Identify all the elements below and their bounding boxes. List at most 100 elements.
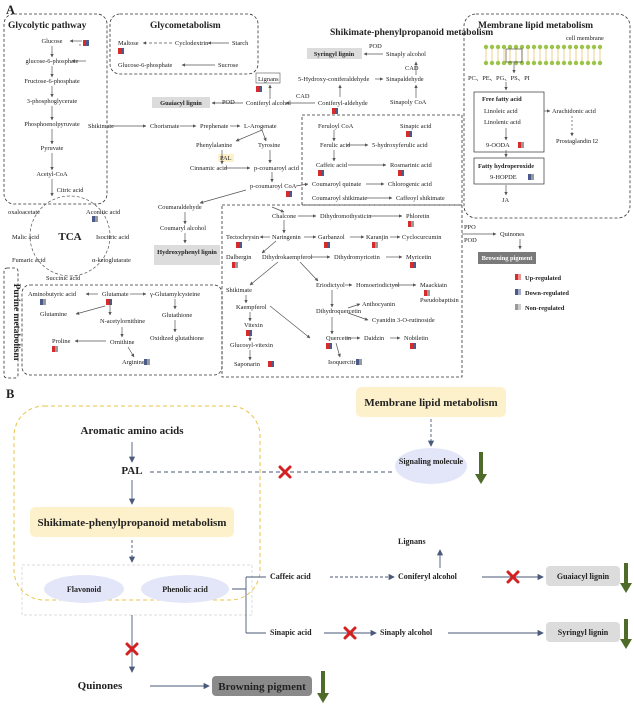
metabolite: Cyclocurcumin bbox=[402, 234, 442, 241]
metabolite: Fructose-6-phosphate bbox=[24, 78, 80, 85]
metabolite: Shikimate bbox=[88, 123, 114, 130]
metabolite: Vitexin bbox=[244, 322, 264, 329]
flavonoid-label: Flavonoid bbox=[67, 585, 102, 594]
metabolite: Phloretin bbox=[406, 213, 430, 220]
membrane-title: Membrane lipid metabolism bbox=[478, 21, 593, 31]
metabolite: Dihydromyricetin bbox=[334, 254, 381, 261]
panel-b-label: B bbox=[6, 387, 14, 401]
metabolite: Coniferyl-aldehyde bbox=[318, 100, 368, 107]
decrease-arrow-icon bbox=[620, 619, 632, 649]
enzyme: PPO bbox=[464, 224, 476, 231]
metabolite: Glucose-6-phosphate bbox=[118, 62, 172, 69]
reg-bar bbox=[118, 48, 121, 54]
metabolite: Cyclodextrin bbox=[175, 40, 209, 47]
enzyme: POD bbox=[369, 43, 382, 50]
fatty-hydroperoxide-label: Fatty hydroperoxide bbox=[478, 163, 534, 170]
legend-down: Down-regulated bbox=[525, 290, 569, 297]
metabolite: Naringenin bbox=[272, 234, 302, 241]
metabolite: Daidzin bbox=[364, 335, 385, 342]
metabolite: Citric acid bbox=[57, 187, 85, 194]
metabolite: Nobiletin bbox=[404, 335, 429, 342]
membrane-bilayer-icon bbox=[483, 44, 603, 66]
aromatic-amino-acids: Aromatic amino acids bbox=[80, 425, 184, 437]
metabolite: Dihydroquercetin bbox=[316, 308, 362, 315]
metabolite: Arachidonic acid bbox=[552, 108, 597, 115]
metabolite: Pseudobaptisin bbox=[420, 297, 460, 304]
metabolite: Ornithine bbox=[110, 339, 135, 346]
tca-cycle bbox=[29, 195, 111, 277]
metabolite: Malic acid bbox=[12, 234, 40, 241]
metabolite: Eriodictyol bbox=[316, 282, 345, 289]
metabolite: Aminobutyric acid bbox=[28, 291, 77, 298]
metabolite: Phenylalanine bbox=[196, 142, 232, 149]
coniferyl-label: Coniferyl alcohol bbox=[398, 572, 458, 581]
metabolite: 5-Hydroxy-coniferaldehyde bbox=[298, 76, 369, 83]
quinones-label: Quinones bbox=[500, 231, 525, 238]
lignans-label: Lignans bbox=[398, 537, 426, 546]
free-fatty-acid-label: Free fatty acid bbox=[482, 96, 522, 103]
metabolite: Hydroxyphenyl lignin bbox=[157, 249, 217, 256]
metabolite: Caffeoyl shikimate bbox=[396, 195, 445, 202]
reg-bar bbox=[92, 216, 95, 222]
metabolite: Shikimate bbox=[226, 287, 252, 294]
metabolite: Lignans bbox=[258, 76, 279, 83]
legend-up: Up-regulated bbox=[525, 275, 562, 282]
purine-box bbox=[3, 267, 19, 379]
metabolite: Glutamine bbox=[40, 311, 67, 318]
metabolite: Coumaroyl quinate bbox=[312, 181, 361, 188]
metabolite: Cyanidin 3-O-rutinoside bbox=[372, 317, 435, 324]
shikimate-box bbox=[30, 507, 234, 537]
metabolite: 3-phosphoglycerate bbox=[27, 98, 78, 105]
metabolite: Arginine bbox=[122, 359, 145, 366]
reg-bar bbox=[121, 48, 124, 54]
metabolite: γ-Glutamylcysteine bbox=[149, 291, 200, 298]
metabolite: p-coumaroyl acid bbox=[254, 165, 300, 172]
metabolite: Saponarin bbox=[234, 361, 261, 368]
free-fatty-acid-box bbox=[473, 91, 545, 153]
syringyl-lignin-box bbox=[307, 48, 362, 59]
guaiacyl-lignin-box bbox=[152, 97, 210, 108]
metabolite: 9-OODA bbox=[486, 142, 510, 149]
metabolite: Ferulic acid bbox=[320, 142, 351, 149]
purine-title: Purine metabolism bbox=[11, 284, 21, 361]
membrane-box bbox=[463, 13, 631, 219]
panel-a-label: A bbox=[6, 3, 15, 17]
metabolite: Chlorogenic acid bbox=[388, 181, 433, 188]
membrane-label: Membrane lipid metabolism bbox=[364, 397, 497, 409]
cell-membrane-label: cell membrane bbox=[566, 35, 604, 42]
sinaply-label: Sinaply alcohol bbox=[380, 628, 433, 637]
signaling-molecule-ellipse bbox=[395, 448, 467, 484]
browning-pigment-label: Browning pigment bbox=[482, 255, 534, 262]
metabolite: Coumaraldehyde bbox=[158, 204, 202, 211]
browning-b-label: Browning pigment bbox=[218, 681, 306, 693]
metabolite: α-ketoglutarate bbox=[92, 257, 131, 264]
flavonoid-ellipse bbox=[44, 575, 124, 603]
metabolite: Sinapaldehyde bbox=[386, 76, 424, 83]
caffeic-acid-label: Caffeic acid bbox=[270, 572, 311, 581]
metabolite: Sinapoly CoA bbox=[390, 99, 427, 106]
metabolite: 9-HOPDE bbox=[490, 174, 517, 181]
metabolite: Sinaply alcohol bbox=[386, 51, 426, 58]
metabolite: Sinapic acid bbox=[400, 123, 432, 130]
decrease-arrow-icon bbox=[317, 671, 329, 703]
enzyme-pal-box bbox=[218, 154, 234, 162]
guaiacyl-label: Guaiacyl lignin bbox=[557, 572, 610, 581]
metabolite: Glucosyl-vitexin bbox=[230, 342, 274, 349]
enzyme: CAD bbox=[296, 93, 310, 100]
browning-pigment-box bbox=[478, 252, 536, 264]
phenolic-acid-ellipse bbox=[141, 575, 229, 603]
metabolite: JA bbox=[502, 197, 509, 204]
metabolite: Acetyl-CoA bbox=[36, 171, 68, 178]
metabolite: glucose-6-phosphate bbox=[26, 58, 79, 65]
pal-label: PAL bbox=[121, 465, 142, 477]
metabolite: Dalbergin bbox=[226, 254, 252, 261]
decrease-arrow-icon bbox=[620, 563, 632, 593]
metabolite: Dihydrokaempferol bbox=[262, 254, 313, 261]
metabolite: L-Arogenate bbox=[244, 123, 277, 130]
metabolite: Tyrosine bbox=[258, 142, 280, 149]
metabolite: Isocitric acid bbox=[96, 234, 130, 241]
decrease-arrow-icon bbox=[475, 452, 487, 484]
metabolite: Coumaroyl shikimate bbox=[312, 195, 367, 202]
reg-bar bbox=[86, 40, 89, 46]
